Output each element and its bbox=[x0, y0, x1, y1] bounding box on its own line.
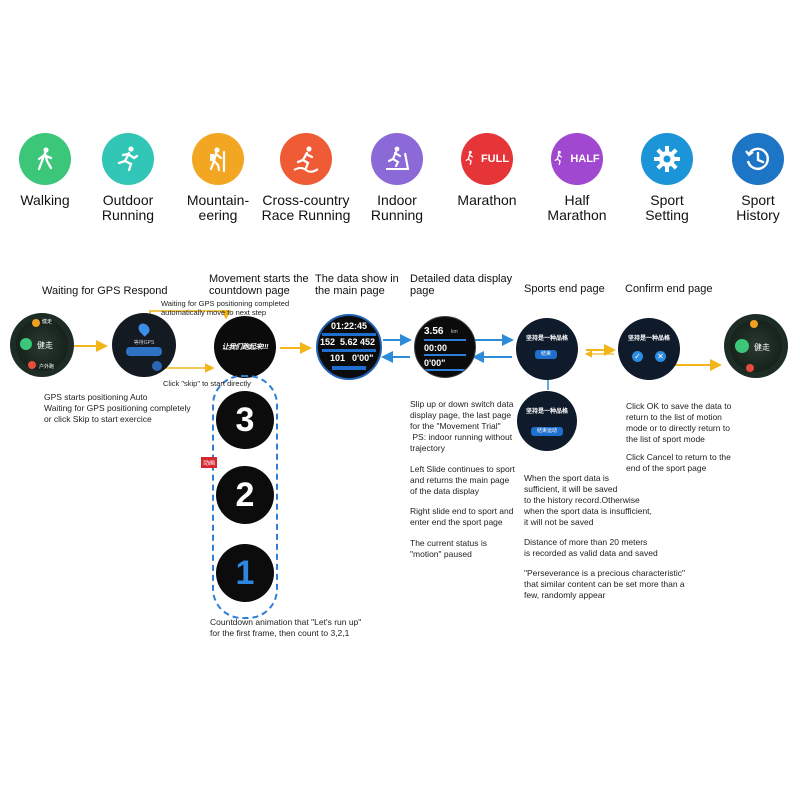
gps-progress bbox=[126, 347, 162, 356]
running-small-icon bbox=[28, 361, 36, 369]
sport-mode-0[interactable]: Walking bbox=[0, 133, 90, 208]
gps-title: 等待GPS bbox=[133, 340, 155, 346]
history-clock-icon bbox=[732, 133, 784, 185]
watch-confirm-end: 坚持是一种品格 ✓ ✕ bbox=[618, 318, 680, 380]
countdown-3: 3 bbox=[216, 391, 274, 449]
note-distance-valid: Distance of more than 20 meters is recor… bbox=[524, 537, 658, 558]
main-steps: 101 bbox=[330, 353, 346, 363]
watch-sport-end: 坚持是一种品格 结束 bbox=[516, 318, 578, 380]
sport-mode-6[interactable]: HALF Half Marathon bbox=[532, 133, 622, 223]
sport-mode-label: Mountain- eering bbox=[186, 192, 250, 223]
treadmill-icon bbox=[371, 133, 423, 185]
watch-detail-data[interactable]: 3.56 km 00:00 0'00" bbox=[414, 316, 476, 378]
return-label: 健走 bbox=[754, 343, 770, 352]
note-click-ok: Click OK to save the data to return to t… bbox=[626, 401, 732, 444]
sport-mode-label: Sport Setting bbox=[645, 192, 689, 223]
main-pace: 0'00" bbox=[352, 353, 374, 363]
note-perseverance: "Perseverance is a precious characterist… bbox=[524, 568, 685, 600]
sport-mode-5[interactable]: FULL Marathon bbox=[442, 133, 532, 208]
end-alt-banner: 坚持是一种品格 bbox=[525, 409, 568, 415]
end-banner: 坚持是一种品格 bbox=[525, 336, 568, 342]
sport-mode-8[interactable]: Sport History bbox=[713, 133, 800, 223]
watch-sport-end-alt: 坚持是一种品格 结束运动 bbox=[517, 391, 577, 451]
ok-check-icon[interactable]: ✓ bbox=[632, 351, 643, 362]
mountaineering-icon bbox=[192, 133, 244, 185]
cross-country-icon bbox=[280, 133, 332, 185]
mode-badge: HALF bbox=[570, 153, 600, 165]
sport-mode-1[interactable]: Outdoor Running bbox=[83, 133, 173, 223]
sport-mode-4[interactable]: Indoor Running bbox=[352, 133, 442, 223]
end-sport-button[interactable]: 结束运动 bbox=[531, 427, 563, 436]
note-paused: The current status is "motion" paused bbox=[410, 538, 488, 559]
detail-distance: 3.56 bbox=[424, 326, 444, 337]
sport-mode-label: Half Marathon bbox=[547, 192, 607, 223]
note-click-cancel: Click Cancel to return to the end of the… bbox=[626, 452, 731, 473]
sport-list-top: 健走 bbox=[42, 319, 53, 325]
mode-badge: FULL bbox=[480, 153, 510, 165]
countdown-2: 2 bbox=[216, 466, 274, 524]
main-heart: 152 bbox=[320, 337, 336, 347]
sport-mode-label: Indoor Running bbox=[370, 192, 424, 223]
gear-icon bbox=[641, 133, 693, 185]
note-slide-switch: Slip up or down switch data display page… bbox=[410, 399, 514, 453]
running-icon bbox=[102, 133, 154, 185]
walking-return-icon bbox=[735, 339, 749, 353]
countdown-dashed-frame bbox=[212, 375, 278, 619]
sport-mode-3[interactable]: Cross-country Race Running bbox=[261, 133, 351, 223]
step-title-main: The data show in the main page bbox=[315, 273, 399, 297]
detail-distance-unit: km bbox=[451, 329, 458, 335]
note-end-saved: When the sport data is sufficient, it wi… bbox=[524, 473, 652, 527]
sport-mode-label: Marathon bbox=[457, 192, 517, 208]
note-right-slide: Right slide end to sport and enter end t… bbox=[410, 506, 514, 527]
sport-mode-label: Cross-country Race Running bbox=[261, 192, 351, 223]
cancel-x-icon[interactable]: ✕ bbox=[655, 351, 666, 362]
lets-run-text: 让我们跑起来!!! bbox=[221, 344, 269, 351]
half-marathon-icon: HALF bbox=[551, 133, 603, 185]
sport-mode-7[interactable]: Sport Setting bbox=[622, 133, 712, 223]
sport-list-bottom: 户外跑 bbox=[39, 364, 55, 370]
note-countdown: Countdown animation that "Let's run up" … bbox=[210, 617, 362, 638]
watch-sport-list-return: 健走 bbox=[724, 314, 788, 378]
watch-main-data[interactable]: 01:22:45 152 5.62 452 101 0'00" bbox=[316, 314, 382, 380]
watch-sport-list[interactable]: 健走 健走 户外跑 bbox=[10, 313, 74, 377]
walking-small-icon bbox=[20, 338, 32, 350]
sport-list-selected: 健走 bbox=[37, 341, 53, 350]
step-title-end: Sports end page bbox=[524, 283, 605, 295]
countdown-1: 1 bbox=[216, 544, 274, 602]
main-distance: 5.62 bbox=[340, 337, 358, 347]
note-gps-done: Waiting for GPS positioning completed au… bbox=[161, 299, 290, 317]
sport-mode-label: Walking bbox=[20, 192, 70, 208]
note-left-slide: Left Slide continues to sport and return… bbox=[410, 464, 515, 496]
sport-mode-label: Sport History bbox=[736, 192, 780, 223]
end-button[interactable]: 结束 bbox=[535, 350, 557, 359]
detail-pace: 0'00" bbox=[424, 358, 446, 368]
step-title-gps: Waiting for GPS Respond bbox=[42, 285, 168, 297]
watch-gps-waiting: 等待GPS bbox=[112, 313, 176, 377]
sport-list-dot-icon bbox=[32, 319, 40, 327]
note-skip: Click "skip" to start directly bbox=[163, 379, 251, 388]
main-time: 01:22:45 bbox=[330, 321, 368, 331]
detail-time: 00:00 bbox=[424, 343, 448, 353]
sport-mode-2[interactable]: Mountain- eering bbox=[173, 133, 263, 223]
confirm-banner: 坚持是一种品格 bbox=[627, 336, 670, 342]
watch-lets-run: 让我们跑起来!!! bbox=[214, 316, 276, 378]
step-title-countdown: Movement starts the countdown page bbox=[209, 273, 309, 297]
animation-badge: 动画 bbox=[201, 457, 218, 468]
note-gps-auto: GPS starts positioning Auto Waiting for … bbox=[44, 392, 191, 424]
step-title-confirm: Confirm end page bbox=[625, 283, 713, 295]
gps-location-icon bbox=[136, 321, 152, 337]
sport-mode-label: Outdoor Running bbox=[101, 192, 155, 223]
main-calories: 452 bbox=[360, 337, 376, 347]
skip-button[interactable] bbox=[152, 361, 162, 371]
step-title-detail: Detailed data display page bbox=[410, 273, 513, 297]
marathon-icon: FULL bbox=[461, 133, 513, 185]
walking-icon bbox=[19, 133, 71, 185]
